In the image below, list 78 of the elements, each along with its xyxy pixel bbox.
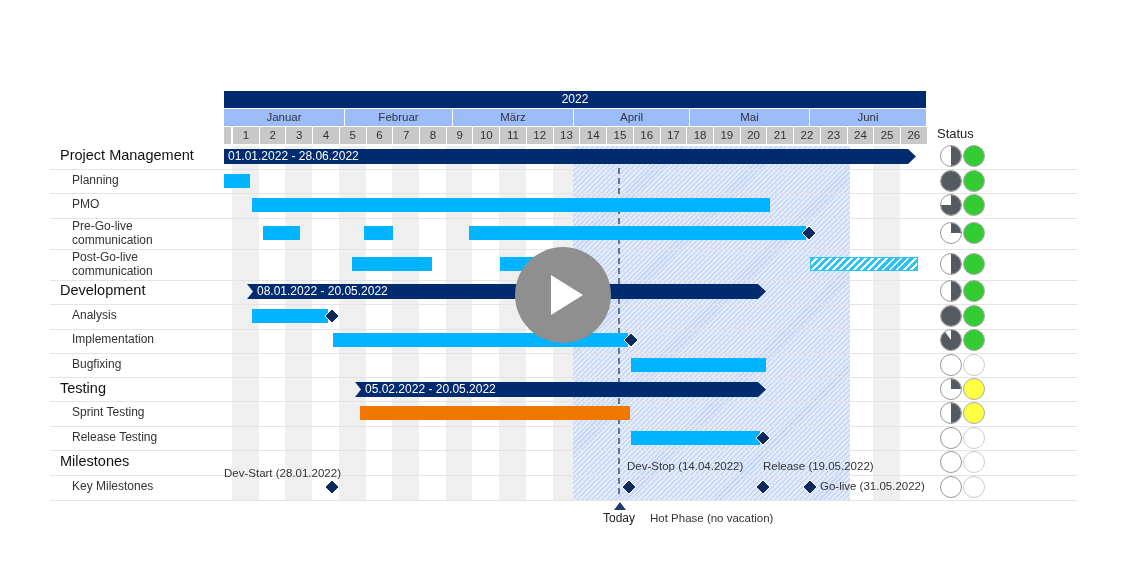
task-bar <box>252 198 770 212</box>
week-number: 7 <box>393 127 420 144</box>
week-number: 16 <box>633 127 660 144</box>
week-number: 20 <box>740 127 767 144</box>
today-label: Today <box>603 510 636 526</box>
week-number: 22 <box>794 127 820 144</box>
week-number: 24 <box>847 127 874 144</box>
week-number: 1 <box>233 127 259 144</box>
week-number: 17 <box>660 127 687 144</box>
week-number: 23 <box>820 127 847 144</box>
week-number: 11 <box>500 127 526 144</box>
phase-heading: Testing <box>60 379 220 397</box>
week-number: 12 <box>526 127 553 144</box>
month-header: Mai <box>690 109 809 126</box>
month-header: Februar <box>345 109 452 126</box>
month-header: März <box>453 109 573 126</box>
milestone-diamond <box>624 333 638 347</box>
task-label: Bugfixing <box>72 357 212 371</box>
task-bar <box>263 226 300 240</box>
milestone-label: Dev-Start (28.01.2022) <box>224 466 341 481</box>
task-label: Pre-Go-live communication <box>72 219 167 247</box>
task-bar <box>469 226 806 240</box>
week-number: 5 <box>339 127 366 144</box>
milestone-diamond <box>325 480 339 494</box>
task-bar <box>631 431 760 445</box>
week-number: 9 <box>446 127 473 144</box>
task-bar <box>364 226 393 240</box>
summary-bar <box>224 149 916 164</box>
task-bar <box>360 406 630 420</box>
week-number: 14 <box>580 127 607 144</box>
milestone-diamond <box>802 226 816 240</box>
month-header: April <box>574 109 689 126</box>
task-label: Release Testing <box>72 430 212 444</box>
milestone-label: Dev-Stop (14.04.2022) <box>627 459 744 474</box>
week-number: 6 <box>366 127 393 144</box>
milestone-diamond <box>325 309 339 323</box>
task-label: Planning <box>72 173 212 187</box>
task-bar <box>224 174 250 188</box>
date-range-label: 08.01.2022 - 20.05.2022 <box>257 284 388 299</box>
phase-heading: Milestones <box>60 452 220 470</box>
task-label: Analysis <box>72 308 212 322</box>
week-number: 15 <box>607 127 633 144</box>
week-number: 10 <box>473 127 500 144</box>
task-label: Sprint Testing <box>72 405 212 419</box>
date-range-label: 01.01.2022 - 28.06.2022 <box>228 149 359 164</box>
column-header: Status <box>937 125 974 142</box>
milestone-diamond <box>756 480 770 494</box>
week-number: 21 <box>767 127 794 144</box>
week-number: 25 <box>874 127 900 144</box>
phase-heading: Development <box>60 281 220 299</box>
task-label: Key Milestones <box>72 479 212 493</box>
phase-heading: Project Management <box>60 146 220 164</box>
milestone-diamond <box>622 480 636 494</box>
milestone-label: Go-live (31.05.2022) <box>820 479 925 494</box>
task-label: Post-Go-live communication <box>72 250 167 278</box>
task-bar <box>631 358 766 372</box>
task-bar <box>352 257 432 271</box>
hatched-bar <box>810 257 918 271</box>
date-range-label: 05.02.2022 - 20.05.2022 <box>365 382 496 397</box>
task-bar <box>252 309 328 323</box>
month-header: Januar <box>224 109 344 126</box>
week-number: 8 <box>420 127 446 144</box>
week-number: 2 <box>259 127 286 144</box>
month-header: Juni <box>810 109 926 126</box>
milestone-diamond <box>756 431 770 445</box>
year-header: 2022 <box>224 91 926 108</box>
milestone-diamond <box>803 480 817 494</box>
week-number: 4 <box>313 127 339 144</box>
summary-bar <box>355 382 766 397</box>
task-label: Implementation <box>72 332 212 346</box>
task-label: PMO <box>72 197 212 211</box>
band-label: Hot Phase (no vacation) <box>650 511 774 526</box>
week-number: 19 <box>713 127 740 144</box>
week-number: 26 <box>901 127 927 144</box>
milestone-label: Release (19.05.2022) <box>763 459 874 474</box>
week-number: 18 <box>687 127 713 144</box>
week-number: 13 <box>553 127 580 144</box>
week-number: 3 <box>286 127 313 144</box>
